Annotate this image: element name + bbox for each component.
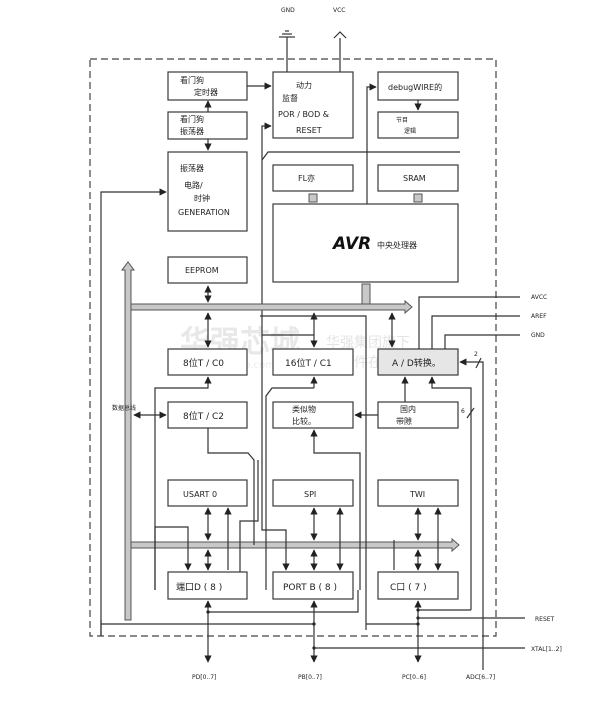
vcc-symbol-icon bbox=[333, 31, 347, 72]
pc-pins-label: PC[0..6] bbox=[402, 674, 426, 681]
oscillator-circuit-block bbox=[167, 151, 248, 232]
program-logic-line2: 逻辑 bbox=[404, 127, 416, 135]
power-supervision-block bbox=[272, 71, 354, 139]
reset-label: RESET bbox=[535, 616, 555, 623]
portc-bus-width-label: 6 bbox=[461, 408, 465, 415]
bandgap-line2: 带隙 bbox=[396, 416, 412, 426]
analog-comp-line1: 类似物 bbox=[292, 404, 316, 414]
bandgap-line1: 国内 bbox=[400, 404, 416, 414]
osc-circuit-line2: 电路/ bbox=[184, 180, 203, 190]
xtal-label: XTAL[1..2] bbox=[531, 646, 562, 653]
watchdog-timer-block bbox=[167, 71, 248, 101]
power-sup-line1: 动力 bbox=[296, 80, 312, 90]
eeprom-block bbox=[167, 256, 248, 284]
twi-label: TWI bbox=[409, 490, 425, 499]
timer-counter-0-block bbox=[167, 348, 248, 376]
port-d-label: 端口D ( 8 ) bbox=[176, 581, 222, 593]
tc2-label: 8位T / C2 bbox=[183, 410, 224, 422]
pb-pins-label: PB[0..7] bbox=[298, 674, 322, 681]
data-bus-label: 数据总线 bbox=[112, 404, 136, 412]
usart-block bbox=[167, 479, 248, 507]
gnd-top-label: GND bbox=[281, 7, 295, 14]
port-c-block bbox=[377, 571, 459, 600]
flash-cpu-link-icon bbox=[308, 193, 318, 203]
analog-comp-line2: 比较。 bbox=[292, 416, 316, 426]
watchdog-timer-line2: 定时器 bbox=[194, 87, 218, 97]
timer-counter-1-block bbox=[272, 348, 354, 376]
adc-label: A / D转换。 bbox=[392, 357, 441, 369]
watchdog-osc-line1: 看门狗 bbox=[180, 114, 204, 124]
gnd-symbol-icon bbox=[279, 30, 295, 72]
program-logic-line1: 节目 bbox=[396, 116, 408, 124]
analog-comparator-block bbox=[272, 401, 354, 429]
port-b-block bbox=[272, 571, 354, 600]
usart-label: USART 0 bbox=[183, 490, 217, 499]
timer-counter-2-block bbox=[167, 401, 248, 429]
data-bus-upper bbox=[130, 299, 413, 315]
chip-boundary bbox=[89, 58, 497, 637]
osc-circuit-line1: 振荡器 bbox=[180, 163, 204, 173]
debugwire-block bbox=[377, 71, 459, 101]
gnd-right-label: GND bbox=[531, 332, 545, 339]
port-d-block bbox=[167, 571, 248, 600]
program-logic-block bbox=[377, 111, 459, 139]
adc-pins-label: ADC[6..7] bbox=[466, 674, 495, 681]
sram-block bbox=[377, 164, 459, 192]
avcc-label: AVCC bbox=[531, 294, 547, 301]
port-b-label: PORT B ( 8 ) bbox=[283, 583, 337, 593]
flash-block bbox=[272, 164, 354, 192]
power-sup-line3: POR / BOD & bbox=[278, 110, 329, 119]
spi-label: SPI bbox=[304, 490, 316, 499]
power-sup-line4: RESET bbox=[296, 126, 322, 135]
cpu-bus-link-icon bbox=[361, 283, 371, 305]
twi-block bbox=[377, 479, 459, 507]
adc-block bbox=[377, 348, 459, 376]
data-bus-lower bbox=[130, 537, 460, 553]
aref-label: AREF bbox=[531, 313, 547, 320]
internal-bandgap-block bbox=[377, 401, 459, 429]
eeprom-label: EEPROM bbox=[185, 266, 219, 275]
port-c-label: C口 ( 7 ) bbox=[390, 583, 427, 593]
sram-cpu-link-icon bbox=[413, 193, 423, 203]
avr-logo: AVR bbox=[331, 234, 371, 254]
tc0-label: 8位T / C0 bbox=[183, 357, 224, 369]
osc-circuit-line4: GENERATION bbox=[178, 208, 230, 217]
spi-block bbox=[272, 479, 354, 507]
osc-circuit-line3: 时钟 bbox=[194, 193, 210, 203]
cpu-label: 中央处理器 bbox=[377, 240, 417, 250]
data-bus-vertical bbox=[121, 261, 135, 621]
sram-label: SRAM bbox=[403, 174, 426, 183]
flash-label: FL亦 bbox=[298, 173, 315, 183]
pd-pins-label: PD[0..7] bbox=[192, 674, 216, 681]
vcc-top-label: VCC bbox=[333, 7, 345, 14]
power-sup-line2: 监督 bbox=[282, 93, 298, 103]
tc1-label: 16位T / C1 bbox=[285, 357, 332, 369]
debugwire-label: debugWIRE的 bbox=[388, 82, 442, 92]
watchdog-osc-line2: 振荡器 bbox=[180, 126, 204, 136]
adc-bus-width-label: 2 bbox=[474, 351, 478, 358]
watchdog-timer-line1: 看门狗 bbox=[180, 75, 204, 85]
cpu-block bbox=[272, 203, 459, 283]
